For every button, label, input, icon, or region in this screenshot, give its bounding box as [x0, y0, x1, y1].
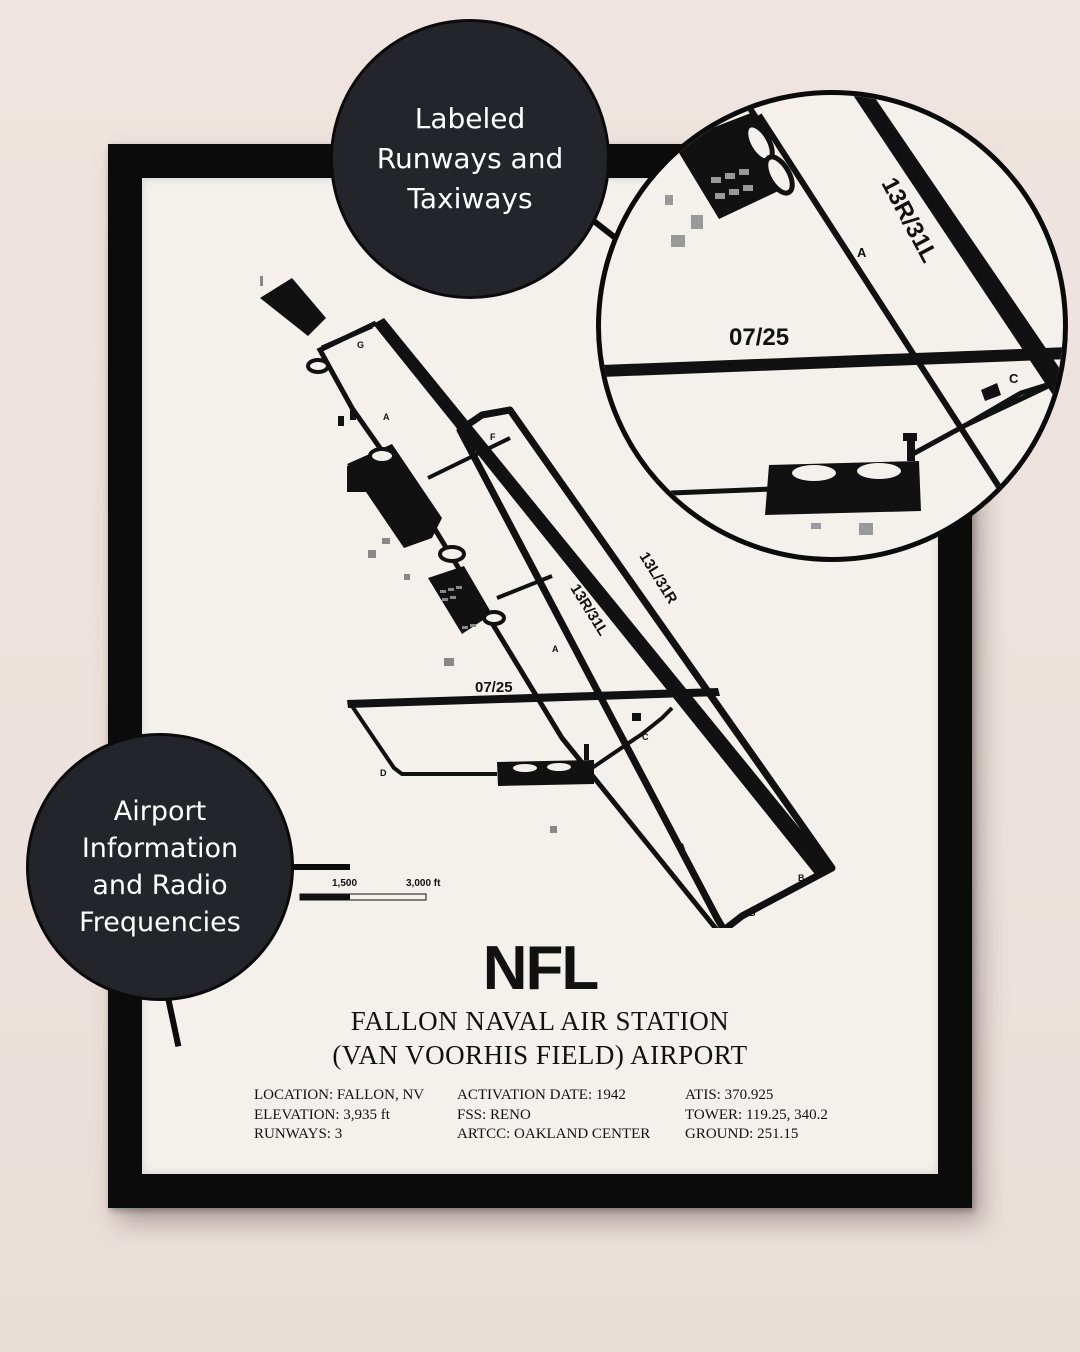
runway-13l-31r [373, 318, 832, 878]
hangar-north [260, 278, 326, 336]
badge-info-line-4: Frequencies [79, 907, 241, 938]
zoom-label-taxi-a: A [857, 245, 867, 260]
zoom-runway-cross [601, 347, 1063, 377]
airport-diagram: 13L/31R 13R/31L 07/25 G A F E A C D A B … [260, 276, 836, 928]
apron-south [497, 760, 594, 786]
airport-name-line-1: FALLON NAVAL AIR STATION [350, 1006, 730, 1036]
taxiway-label-a: A [383, 412, 390, 422]
taxiway-label-a2: A [552, 644, 559, 654]
badge-info-line-2: Information [81, 833, 239, 864]
taxiway-d-line [350, 704, 497, 776]
info-tower: TOWER: 119.25, 340.2 [685, 1106, 828, 1123]
taxiway-label-b2: B [749, 908, 756, 918]
taxiway-label-d: D [380, 768, 387, 778]
taxiway-e-line [496, 574, 553, 600]
info-artcc: ARTCC: OAKLAND CENTER [457, 1126, 651, 1142]
runway-13r-31l [456, 406, 836, 928]
taxiway-label-e: E [573, 555, 579, 565]
info-elevation: ELEVATION: 3,935 ft [254, 1106, 390, 1123]
badge-info-line-3: and Radio [92, 870, 228, 901]
badge-runways-line-1: Labeled [414, 102, 526, 135]
taxiway-label-b: B [798, 873, 805, 883]
zoom-diagram: 13R/31L 07/25 A C [601, 95, 1063, 535]
scale-bar: 1,500 3,000 ft [299, 878, 441, 901]
taxiway-label-a3: A [679, 842, 686, 852]
apron-south-ramp [428, 566, 492, 634]
taxiway-c-line [590, 706, 674, 770]
info-runways: RUNWAYS: 3 [254, 1126, 343, 1142]
runway-07-25 [347, 688, 720, 708]
info-column-history: ACTIVATION DATE: 1942 FSS: RENO ARTCC: O… [457, 1086, 650, 1145]
apron-main [347, 444, 442, 548]
taxiway-g-line [320, 323, 374, 351]
zoom-magnifier: 13R/31L 07/25 A C [596, 90, 1068, 562]
pointer-info-horizontal [290, 864, 350, 870]
badge-runways-line-2: Runways and [376, 142, 564, 175]
info-atis: ATIS: 370.925 [685, 1087, 774, 1103]
badge-labeled-runways: Labeled Runways and Taxiways [330, 19, 610, 299]
badge-info-line-1: Airport [113, 796, 207, 827]
scale-label-mid: 1,500 [332, 878, 357, 889]
scale-label-end: 3,000 ft [406, 878, 441, 889]
taxiway-f-line [427, 436, 511, 480]
zoom-runway-main [853, 95, 1063, 395]
taxiway-label-c: C [642, 732, 649, 742]
info-location: LOCATION: FALLON, NV [254, 1087, 425, 1103]
info-ground: GROUND: 251.15 [685, 1126, 799, 1142]
taxiway-label-f: F [490, 432, 496, 442]
zoom-label-runway-cross: 07/25 [729, 324, 789, 351]
info-column-frequencies: ATIS: 370.925 TOWER: 119.25, 340.2 GROUN… [685, 1086, 828, 1145]
badge-runways-line-3: Taxiways [407, 182, 533, 215]
taxiway-label-g: G [357, 340, 364, 350]
badge-airport-info: Airport Information and Radio Frequencie… [26, 733, 294, 1001]
airport-code: NFL [482, 934, 600, 1003]
info-activation: ACTIVATION DATE: 1942 [457, 1087, 626, 1103]
runway-label-07-25: 07/25 [475, 679, 513, 696]
info-fss: FSS: RENO [457, 1106, 531, 1123]
zoom-label-taxi-c: C [1009, 371, 1019, 386]
info-column-location: LOCATION: FALLON, NV ELEVATION: 3,935 ft… [254, 1086, 424, 1145]
airport-name-line-2: (VAN VOORHIS FIELD) AIRPORT [332, 1040, 748, 1070]
